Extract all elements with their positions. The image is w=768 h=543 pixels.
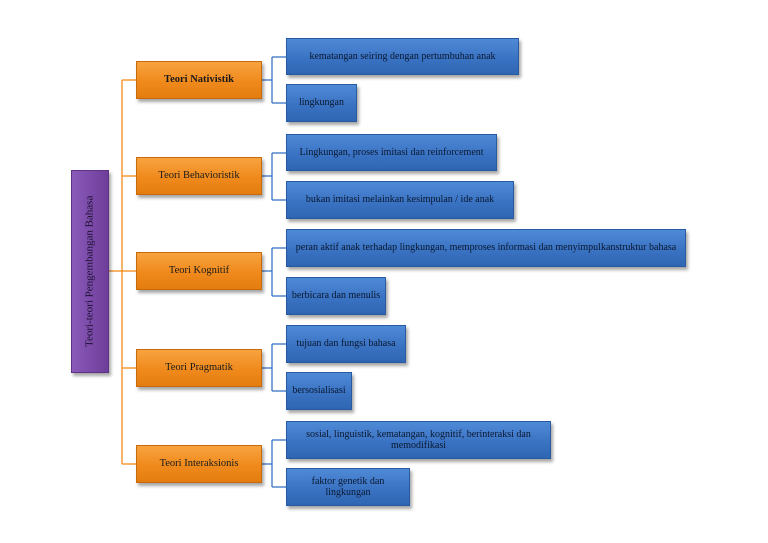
leaf-label: sosial, linguistik, kematangan, kognitif…: [306, 428, 531, 452]
leaf-node: sosial, linguistik, kematangan, kognitif…: [286, 421, 551, 459]
theory-node-nativistik: Teori Nativistik: [136, 61, 262, 99]
leaf-label: kematangan seiring dengan pertumbuhan an…: [309, 50, 496, 62]
theory-connectors: [262, 56, 286, 488]
leaf-label: peran aktif anak terhadap lingkungan, me…: [295, 242, 677, 254]
theory-label: Teori Pragmatik: [165, 361, 233, 373]
root-label: Teori-teori Pengembangan Bahasa: [83, 195, 96, 348]
root-connectors: [109, 79, 136, 465]
leaf-node: lingkungan: [286, 84, 357, 122]
leaf-node: kematangan seiring dengan pertumbuhan an…: [286, 38, 519, 75]
leaf-node: bersosialisasi: [286, 372, 352, 410]
leaf-label: bukan imitasi melainkan kesimpulan / ide…: [305, 194, 495, 206]
theory-node-interaksionis: Teori Interaksionis: [136, 445, 262, 483]
leaf-label: lingkungan: [299, 97, 344, 109]
theory-node-kognitif: Teori Kognitif: [136, 252, 262, 290]
leaf-node: berbicara dan menulis: [286, 277, 386, 315]
leaf-label: bersosialisasi: [292, 385, 346, 397]
theory-label: Teori Kognitif: [168, 264, 230, 276]
theory-label: Teori Behavioristik: [158, 169, 240, 181]
leaf-node: faktor genetik dan lingkungan: [286, 468, 410, 506]
leaf-node: tujuan dan fungsi bahasa: [286, 325, 406, 363]
leaf-label: tujuan dan fungsi bahasa: [296, 338, 396, 350]
leaf-node: Lingkungan, proses imitasi dan reinforce…: [286, 134, 497, 171]
leaf-label: berbicara dan menulis: [291, 290, 381, 302]
leaf-label: faktor genetik dan lingkungan: [311, 475, 385, 499]
leaf-label: Lingkungan, proses imitasi dan reinforce…: [299, 146, 484, 158]
theory-label: Teori Interaksionis: [159, 457, 239, 469]
root-node: Teori-teori Pengembangan Bahasa: [71, 170, 109, 373]
leaf-node: bukan imitasi melainkan kesimpulan / ide…: [286, 181, 514, 219]
leaf-node: peran aktif anak terhadap lingkungan, me…: [286, 229, 686, 267]
theory-label: Teori Nativistik: [164, 73, 234, 85]
theory-node-behavioristik: Teori Behavioristik: [136, 157, 262, 195]
theory-node-pragmatik: Teori Pragmatik: [136, 349, 262, 387]
